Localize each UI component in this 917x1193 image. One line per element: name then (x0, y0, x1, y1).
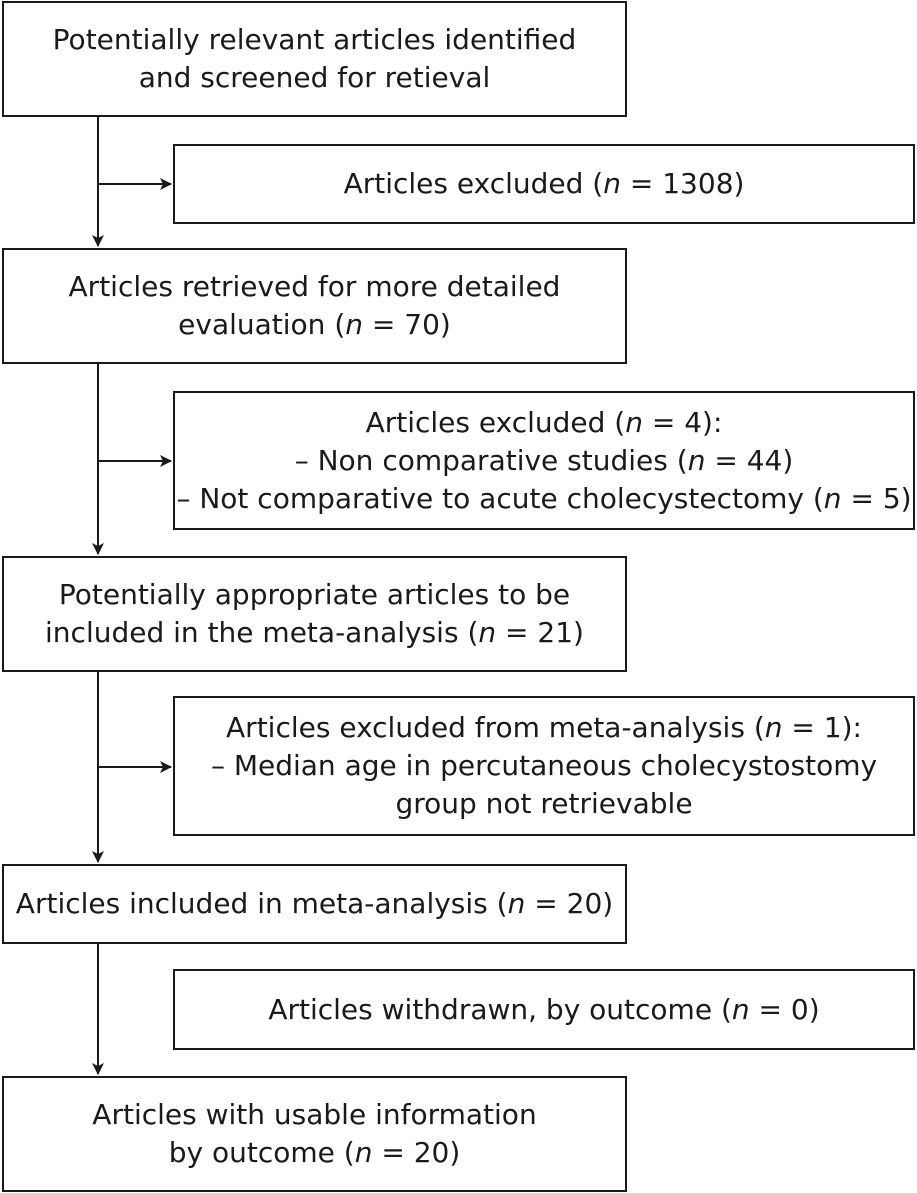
step-text: Articles with usable information (92, 1098, 537, 1131)
step-text: Potentially relevant articles identified (52, 23, 577, 56)
exclusion-text: – Median age in percutaneous cholecystos… (210, 749, 878, 782)
step-box-retrieved: Articles retrieved for more detailed eva… (2, 248, 627, 364)
exclusion-text: Articles excluded (n = 1308) (343, 167, 745, 200)
exclusion-box-3: Articles excluded from meta-analysis (n … (173, 696, 915, 836)
step-text: Articles included in meta-analysis (n = … (15, 887, 614, 920)
step-box-identified: Potentially relevant articles identified… (2, 1, 627, 117)
step-text: included in the meta-analysis (n = 21) (45, 616, 584, 649)
exclusion-text: – Not comparative to acute cholecystecto… (176, 481, 912, 515)
exclusion-text: Articles withdrawn, by outcome (n = 0) (268, 992, 820, 1026)
exclusion-box-2: Articles excluded (n = 4): – Non compara… (173, 391, 915, 530)
exclusion-box-1: Articles excluded (n = 1308) (173, 144, 915, 224)
step-text: and screened for retieval (138, 61, 491, 94)
exclusion-text: Articles excluded (n = 4): (365, 405, 723, 439)
exclusion-box-4: Articles withdrawn, by outcome (n = 0) (173, 969, 915, 1050)
exclusion-text: Articles excluded from meta-analysis (n … (226, 711, 862, 744)
step-box-included: Articles included in meta-analysis (n = … (2, 864, 627, 944)
step-text: by outcome (n = 20) (168, 1136, 461, 1169)
step-text: Articles retrieved for more detailed (68, 270, 561, 303)
step-box-usable: Articles with usable information by outc… (2, 1076, 627, 1192)
exclusion-text: – Non comparative studies (n = 44) (294, 443, 794, 477)
step-text: Potentially appropriate articles to be (58, 578, 571, 611)
step-text: evaluation (n = 70) (178, 308, 451, 341)
step-box-potentially-appropriate: Potentially appropriate articles to be i… (2, 556, 627, 672)
exclusion-text: group not retrievable (395, 787, 693, 820)
